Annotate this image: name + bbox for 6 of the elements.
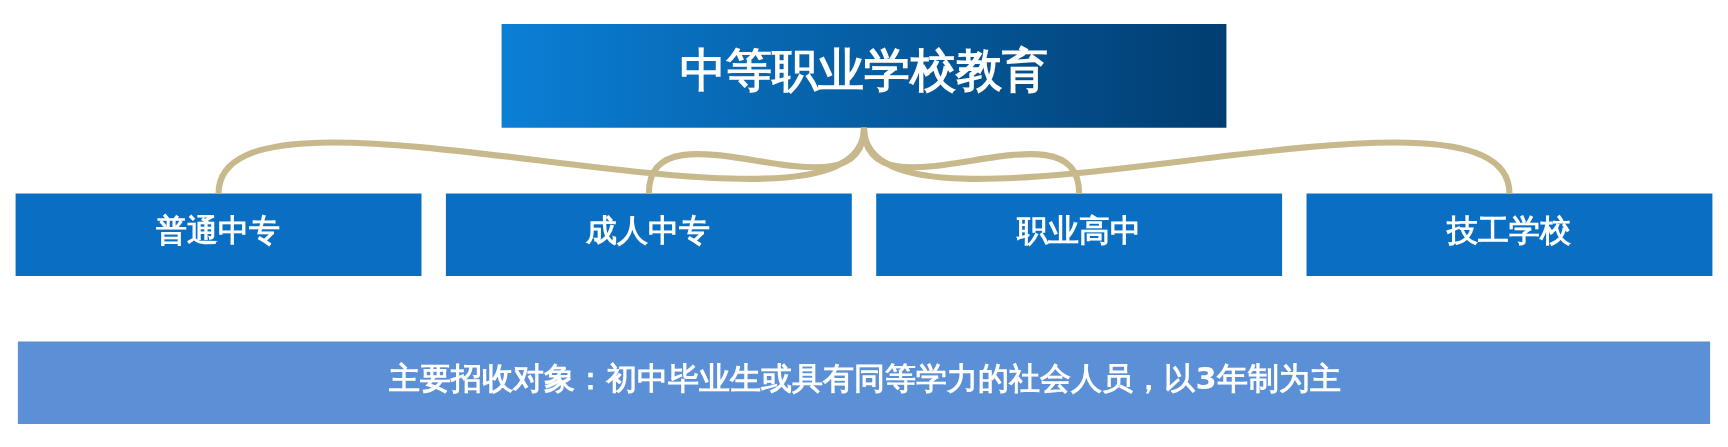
node-box: 中等职业学校教育 [501, 23, 1227, 128]
node-box: 主要招收对象：初中毕业生或具有同等学力的社会人员，以3年制为主 [17, 341, 1711, 424]
node-box: 技工学校 [1306, 193, 1713, 276]
node-box: 职业高中 [876, 193, 1283, 276]
node-box: 普通中专 [15, 193, 422, 276]
node-box: 成人中专 [445, 193, 852, 276]
